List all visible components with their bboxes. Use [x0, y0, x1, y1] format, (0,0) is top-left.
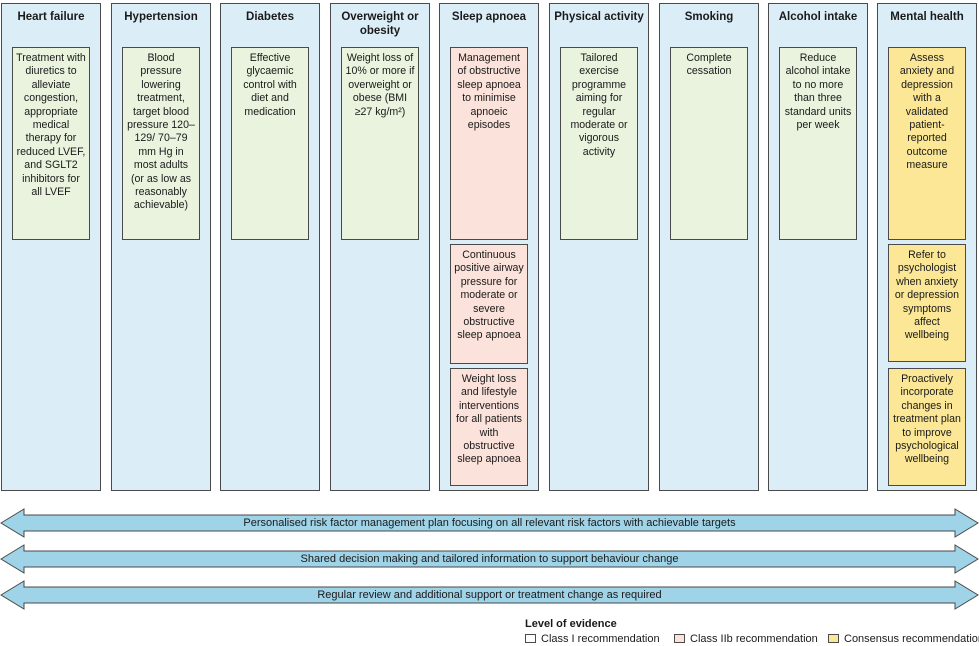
- arrow-label: Shared decision making and tailored info…: [300, 553, 679, 565]
- arrow-label: Personalised risk factor management plan…: [243, 517, 736, 529]
- legend-label: Class IIb recommendation: [690, 633, 818, 645]
- recommendation-card: Proactively incorporate changes in treat…: [888, 368, 966, 486]
- column-title: Heart failure: [17, 11, 85, 23]
- recommendation-card: Blood pressure lowering treatment, targe…: [122, 47, 200, 240]
- recommendation-card: Assess anxiety and depression with a val…: [888, 47, 966, 240]
- swatch-class-i: [525, 633, 536, 643]
- arrow-risk-factor-plan: Personalised risk factor management plan…: [0, 508, 979, 538]
- column-hypertension: Hypertension Blood pressure lowering tre…: [111, 3, 211, 491]
- legend-label: Consensus recommendation: [844, 633, 979, 645]
- recommendation-card: Treatment with diuretics to alleviate co…: [12, 47, 90, 240]
- column-title: Smoking: [684, 11, 734, 23]
- column-sleep-apnoea: Sleep apnoea Management of obstructive s…: [439, 3, 539, 491]
- column-physical-activity: Physical activity Tailored exercise prog…: [549, 3, 649, 491]
- double-arrow-icon: [0, 508, 979, 538]
- recommendation-card: Effective glycaemic control with diet an…: [231, 47, 309, 240]
- column-title: Physical activity: [554, 11, 644, 23]
- double-arrow-icon: [0, 544, 979, 574]
- column-title: Alcohol intake: [778, 11, 858, 23]
- column-title: Diabetes: [246, 11, 294, 23]
- swatch-class-iib: [674, 633, 685, 643]
- swatch-consensus: [828, 633, 839, 643]
- recommendation-card: Weight loss and lifestyle interventions …: [450, 368, 528, 486]
- legend-title: Level of evidence: [525, 618, 617, 630]
- recommendation-card: Continuous positive airway pressure for …: [450, 244, 528, 364]
- legend-item-consensus: Consensus recommendation: [828, 633, 979, 645]
- recommendation-card: Management of obstructive sleep apnoea t…: [450, 47, 528, 240]
- column-title: Hypertension: [124, 11, 198, 23]
- column-title: Sleep apnoea: [451, 11, 527, 23]
- recommendation-card: Tailored exercise programme aiming for r…: [560, 47, 638, 240]
- recommendation-card: Reduce alcohol intake to no more than th…: [779, 47, 857, 240]
- recommendation-card: Weight loss of 10% or more if overweight…: [341, 47, 419, 240]
- column-alcohol-intake: Alcohol intake Reduce alcohol intake to …: [768, 3, 868, 491]
- column-heart-failure: Heart failure Treatment with diuretics t…: [1, 3, 101, 491]
- column-title: Mental health: [890, 11, 964, 23]
- column-diabetes: Diabetes Effective glycaemic control wit…: [220, 3, 320, 491]
- column-smoking: Smoking Complete cessation: [659, 3, 759, 491]
- double-arrow-icon: [0, 580, 979, 610]
- legend-item-class-iib: Class IIb recommendation: [674, 633, 818, 645]
- legend-item-class-i: Class I recommendation: [525, 633, 660, 645]
- recommendation-card: Complete cessation: [670, 47, 748, 240]
- recommendation-card: Refer to psychologist when anxiety or de…: [888, 244, 966, 362]
- arrow-shared-decision: Shared decision making and tailored info…: [0, 544, 979, 574]
- column-mental-health: Mental health Assess anxiety and depress…: [877, 3, 977, 491]
- arrow-label: Regular review and additional support or…: [317, 589, 662, 601]
- arrow-regular-review: Regular review and additional support or…: [0, 580, 979, 610]
- column-title: Overweight or obesity: [341, 11, 419, 37]
- column-overweight-obesity: Overweight or obesity Weight loss of 10%…: [330, 3, 430, 491]
- legend-label: Class I recommendation: [541, 633, 660, 645]
